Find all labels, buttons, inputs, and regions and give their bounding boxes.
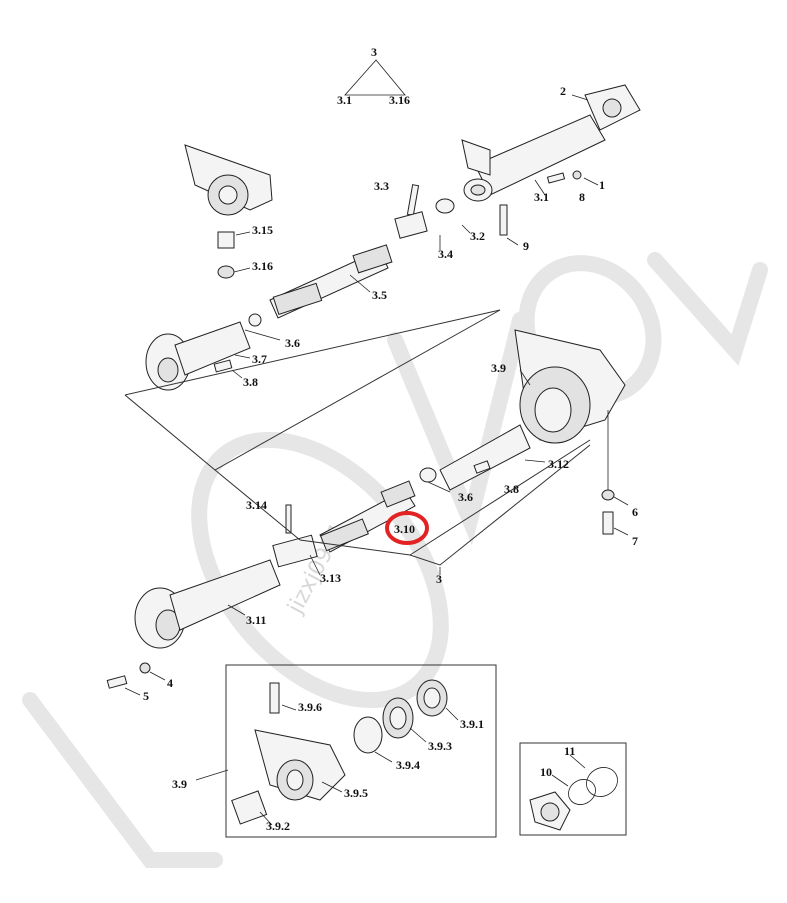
label-3-13: 3.13 xyxy=(320,571,341,585)
hierarchy-triangle xyxy=(344,59,406,96)
label-4: 4 xyxy=(167,676,173,690)
label-3-3: 3.3 xyxy=(374,179,389,193)
upper-shaft xyxy=(269,184,471,319)
label-5: 5 xyxy=(143,689,149,703)
label-9: 9 xyxy=(523,239,529,253)
label-3-9: 3.9 xyxy=(491,361,506,375)
label-3-9-3: 3.9.3 xyxy=(428,739,452,753)
label-6: 6 xyxy=(632,505,638,519)
label-3-10: 3.10 xyxy=(394,522,415,536)
label-3: 3 xyxy=(436,572,442,586)
label-3-7: 3.7 xyxy=(252,352,267,366)
label-3-16: 3.16 xyxy=(252,259,273,273)
part-labels: 3 3.1 3.16 2 1 8 3.1 9 3.3 3.2 3.4 3.15 … xyxy=(143,45,638,833)
label-3-9-4: 3.9.4 xyxy=(396,758,420,772)
label-3-9-detail: 3.9 xyxy=(172,777,187,791)
label-7: 7 xyxy=(632,534,638,548)
label-3-9-2: 3.9.2 xyxy=(266,819,290,833)
label-3-5: 3.5 xyxy=(372,288,387,302)
watermark: jizxj0951 xyxy=(22,252,768,868)
upper-left-flange xyxy=(184,144,273,279)
detail-box-3-9 xyxy=(195,664,497,838)
label-3-9-5: 3.9.5 xyxy=(344,786,368,800)
lower-shaft-assembly xyxy=(106,439,591,696)
label-3-8-lower: 3.8 xyxy=(504,482,519,496)
label-3-6-lower: 3.6 xyxy=(458,490,473,504)
upper-axle-assembly xyxy=(435,84,641,246)
highlight-circle-3-10 xyxy=(385,511,429,545)
label-3-12: 3.12 xyxy=(548,457,569,471)
right-housing xyxy=(419,329,629,536)
label-3-15: 3.15 xyxy=(252,223,273,237)
label-3-14: 3.14 xyxy=(246,498,267,512)
label-tree-left: 3.1 xyxy=(337,93,352,107)
label-3-1: 3.1 xyxy=(534,190,549,204)
label-11: 11 xyxy=(564,744,575,758)
label-10: 10 xyxy=(540,765,552,779)
label-8-upper: 8 xyxy=(579,190,585,204)
label-3-9-6: 3.9.6 xyxy=(298,700,322,714)
label-3-9-1: 3.9.1 xyxy=(460,717,484,731)
label-2: 2 xyxy=(560,84,566,98)
label-3-4: 3.4 xyxy=(438,247,453,261)
label-3-8-upper: 3.8 xyxy=(243,375,258,389)
label-3-11: 3.11 xyxy=(246,613,266,627)
label-1: 1 xyxy=(599,178,605,192)
detail-box-seals xyxy=(519,742,627,836)
label-tree-root: 3 xyxy=(371,45,377,59)
label-3-2: 3.2 xyxy=(470,229,485,243)
label-3-6-upper: 3.6 xyxy=(285,336,300,350)
label-tree-right: 3.16 xyxy=(389,93,410,107)
